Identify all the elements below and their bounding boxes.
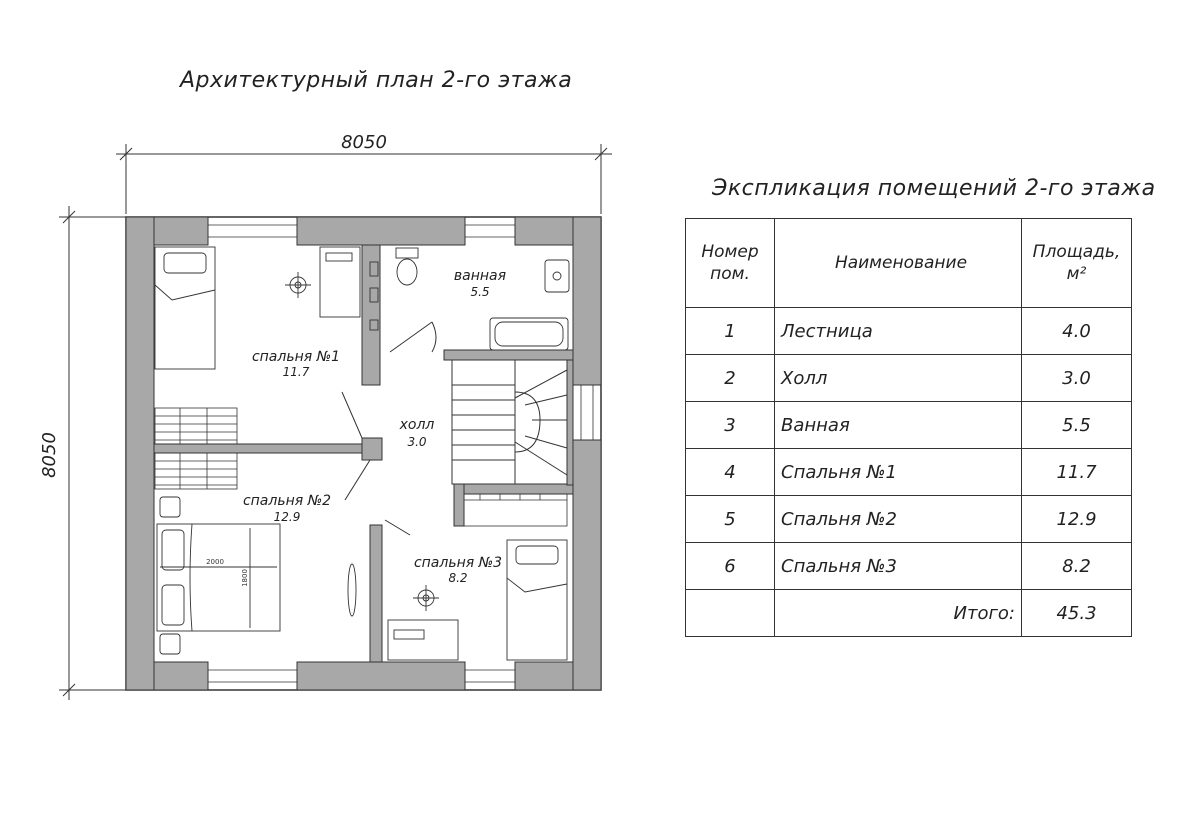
room-area-bedroom1: 11.7 bbox=[283, 365, 310, 379]
bathtub-icon bbox=[489, 317, 569, 351]
bed-bedroom2 bbox=[156, 523, 281, 632]
row-number: 3 bbox=[685, 401, 775, 449]
total-empty bbox=[685, 589, 775, 637]
staircase bbox=[451, 359, 568, 485]
header-area: Площадь, м² bbox=[1021, 218, 1132, 308]
room-area-bedroom3: 8.2 bbox=[448, 571, 467, 585]
room-label-hall: холл bbox=[399, 417, 435, 433]
table-row: 3 Ванная 5.5 bbox=[685, 401, 1132, 449]
pillow-icon bbox=[161, 584, 185, 626]
row-area: 11.7 bbox=[1021, 448, 1132, 496]
row-name: Спальня №2 bbox=[774, 495, 1022, 543]
row-area: 5.5 bbox=[1021, 401, 1132, 449]
plan-title: Архитектурный план 2-го этажа bbox=[180, 68, 573, 93]
outer-walls bbox=[125, 216, 602, 691]
row-name: Лестница bbox=[774, 307, 1022, 355]
table-header-row: Номер пом. Наименование Площадь, м² bbox=[685, 218, 1132, 308]
dimension-horizontal bbox=[116, 144, 612, 214]
room-label-bedroom2: спальня №2 bbox=[243, 493, 331, 509]
table-total-row: Итого: 45.3 bbox=[685, 589, 1132, 637]
row-name: Холл bbox=[774, 354, 1022, 402]
bathroom-fixtures bbox=[369, 247, 570, 351]
dimension-horizontal-label: 8050 bbox=[341, 132, 387, 153]
bed-bedroom1 bbox=[154, 246, 216, 370]
table-row: 2 Холл 3.0 bbox=[685, 354, 1132, 402]
room-area-bathroom: 5.5 bbox=[470, 285, 489, 299]
row-name: Спальня №1 bbox=[774, 448, 1022, 496]
toilet-icon bbox=[396, 258, 418, 286]
pillow-icon bbox=[163, 252, 207, 274]
total-value: 45.3 bbox=[1021, 589, 1132, 637]
total-label: Итого: bbox=[774, 589, 1022, 637]
desk bbox=[319, 246, 361, 318]
bed-bedroom3 bbox=[506, 539, 568, 661]
bedroom1-furniture bbox=[154, 246, 361, 370]
inner-walls bbox=[153, 244, 574, 663]
table-row: 5 Спальня №2 12.9 bbox=[685, 495, 1132, 543]
room-label-bedroom1: спальня №1 bbox=[252, 349, 340, 365]
pillow-icon bbox=[515, 545, 559, 565]
row-area: 12.9 bbox=[1021, 495, 1132, 543]
row-area: 8.2 bbox=[1021, 542, 1132, 590]
bedroom3-furniture bbox=[387, 539, 568, 661]
mirror-icon bbox=[347, 563, 357, 617]
table-row: 6 Спальня №3 8.2 bbox=[685, 542, 1132, 590]
row-name: Ванная bbox=[774, 401, 1022, 449]
row-area: 4.0 bbox=[1021, 307, 1132, 355]
bed-length-label: 1800 bbox=[241, 569, 249, 587]
explication-title: Экспликация помещений 2-го этажа bbox=[712, 176, 1156, 201]
room-label-bathroom: ванная bbox=[454, 268, 506, 284]
room-label-bedroom3: спальня №3 bbox=[414, 555, 502, 571]
table-row: 4 Спальня №1 11.7 bbox=[685, 448, 1132, 496]
row-name: Спальня №3 bbox=[774, 542, 1022, 590]
explication-table: Номер пом. Наименование Площадь, м² 1 Ле… bbox=[685, 218, 1132, 637]
toilet-tank bbox=[395, 247, 419, 259]
dimension-vertical bbox=[59, 206, 126, 700]
room-area-bedroom2: 12.9 bbox=[274, 510, 301, 524]
row-number: 5 bbox=[685, 495, 775, 543]
pillow-icon bbox=[161, 529, 185, 571]
row-area: 3.0 bbox=[1021, 354, 1132, 402]
header-number: Номер пом. bbox=[685, 218, 775, 308]
doors bbox=[341, 321, 437, 536]
table-row: 1 Лестница 4.0 bbox=[685, 307, 1132, 355]
row-number: 4 bbox=[685, 448, 775, 496]
sink-icon bbox=[544, 259, 570, 293]
room-labels: спальня №1 11.7 ванная 5.5 холл 3.0 спал… bbox=[243, 268, 506, 585]
bed-width-label: 2000 bbox=[206, 558, 224, 566]
wardrobes bbox=[154, 407, 568, 527]
header-name: Наименование bbox=[774, 218, 1022, 308]
dimension-vertical-label: 8050 bbox=[39, 432, 60, 478]
bedroom2-furniture bbox=[156, 496, 357, 655]
row-number: 1 bbox=[685, 307, 775, 355]
room-area-hall: 3.0 bbox=[407, 435, 426, 449]
row-number: 6 bbox=[685, 542, 775, 590]
desk bbox=[387, 619, 459, 661]
row-number: 2 bbox=[685, 354, 775, 402]
